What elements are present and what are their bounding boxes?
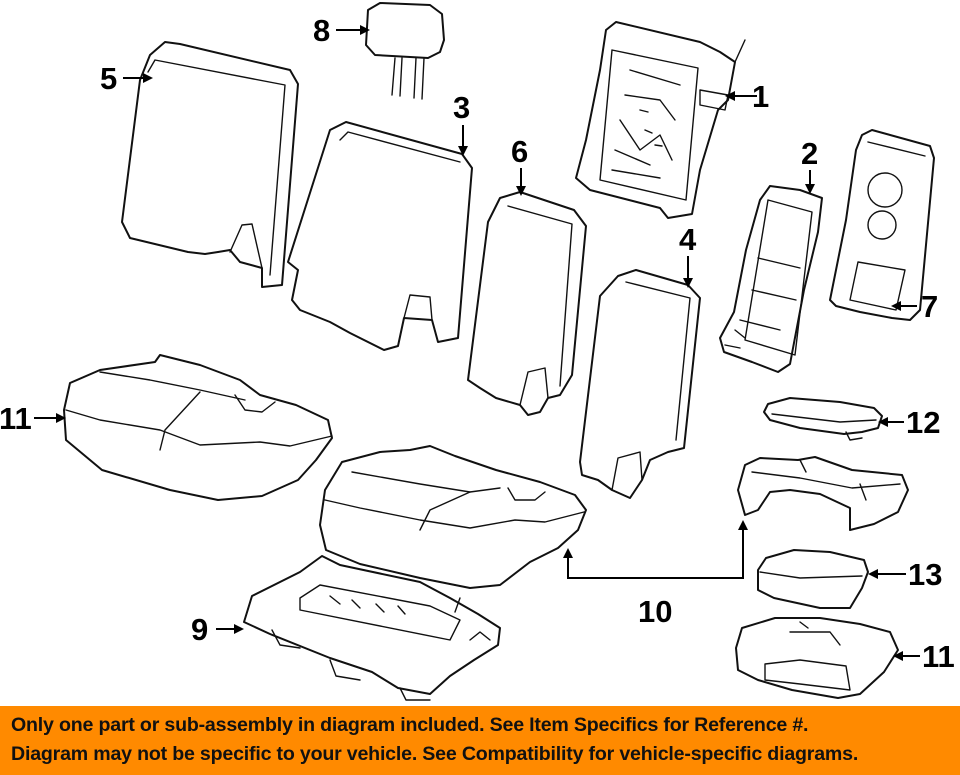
part-11-seat-cushion-cover-left: [63, 354, 333, 501]
callout-2: 2: [801, 136, 818, 171]
callout-8: 8: [313, 13, 330, 48]
part-13-cushion-pad: [757, 549, 869, 609]
callout-4: 4: [679, 222, 697, 257]
callout-11-left: 11: [0, 401, 32, 436]
callout-11-right: 11: [922, 639, 955, 674]
part-12-trim-piece: [763, 397, 883, 441]
callout-6: 6: [511, 134, 528, 169]
part-9-seat-cushion-frame: [243, 555, 501, 701]
callout-3: 3: [453, 90, 470, 125]
part-11-seat-cushion-cover-right: [735, 617, 899, 699]
callout-7: 7: [921, 289, 938, 324]
callout-labels: 1 2 3 4 5 6 7 8 9 10 11 11 12 13: [0, 13, 955, 674]
callout-1: 1: [752, 79, 769, 114]
part-7-armrest-cupholder: [829, 129, 935, 321]
banner-line-1: Only one part or sub-assembly in diagram…: [11, 714, 809, 736]
part-3-seat-back-cover: [287, 121, 473, 351]
part-6-seat-back-cover: [467, 191, 587, 416]
part-5-seat-back-cover: [121, 41, 299, 288]
callout-9: 9: [191, 612, 208, 647]
leader-arrows: [34, 25, 920, 661]
part-10-cushion-side-piece: [737, 456, 909, 531]
part-10-seat-cushion-center: [319, 445, 587, 589]
part-4-seat-back-cover: [579, 269, 701, 499]
disclaimer-banner: Only one part or sub-assembly in diagram…: [0, 706, 960, 775]
part-8-headrest: [365, 2, 445, 100]
banner-line-2: Diagram may not be specific to your vehi…: [11, 743, 859, 765]
callout-5: 5: [100, 61, 117, 96]
part-1-seat-back-frame: [575, 21, 746, 219]
seat-parts-diagram: 1 2 3 4 5 6 7 8 9 10 11 11 12 13: [0, 2, 955, 701]
callout-10: 10: [638, 594, 672, 629]
callout-12: 12: [906, 405, 940, 440]
callout-13: 13: [908, 557, 942, 592]
part-2-frame-bracket: [719, 185, 823, 373]
